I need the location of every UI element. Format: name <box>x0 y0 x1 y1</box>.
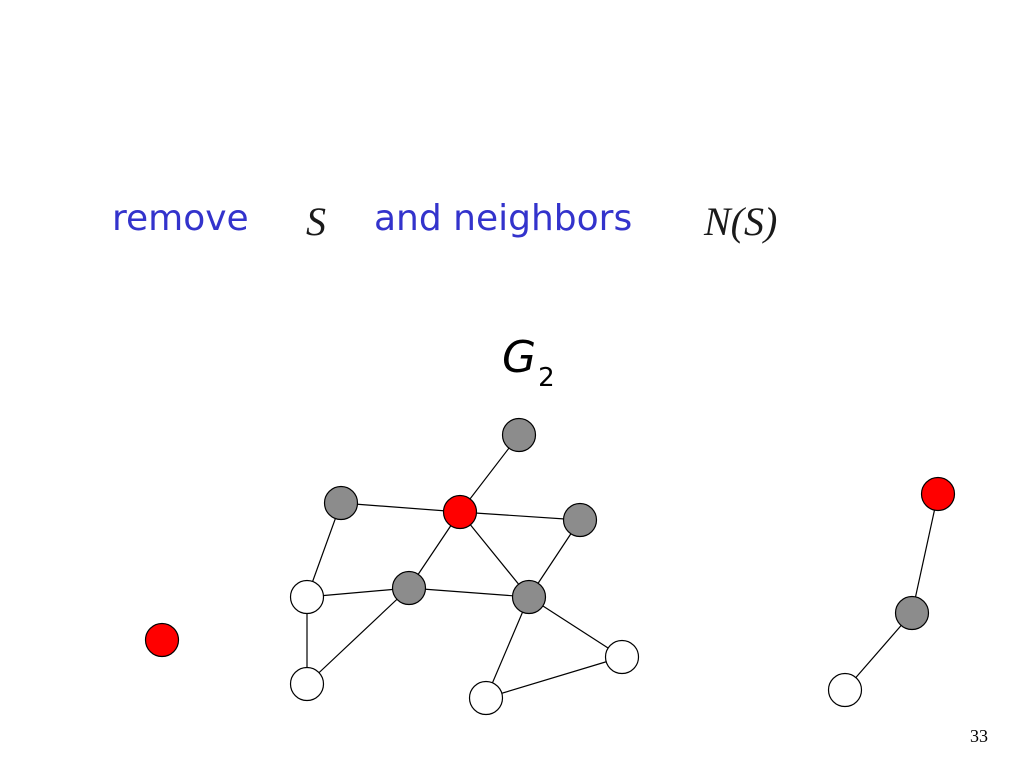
heading-neighbors-text: and neighbors <box>374 198 633 239</box>
edge-w_bottom-w_right <box>485 656 623 699</box>
node-neighbor-n_left_upper <box>323 485 359 521</box>
graph-nodes <box>144 417 956 716</box>
node-remaining-w_bottom <box>468 680 504 716</box>
node-remaining-w_far_right <box>827 672 863 708</box>
node-neighbor-n_right_upper <box>562 502 598 538</box>
edge-n_center-n_right_upper <box>459 511 581 521</box>
graph-label-subscript: 2 <box>538 363 555 393</box>
node-neighbor-n_top <box>501 417 537 453</box>
set-s-symbol: S <box>306 199 326 244</box>
edge-n_center-n_mid_right <box>459 511 530 598</box>
node-remaining-w_right <box>604 639 640 675</box>
neighbors-ns-symbol: N(S) <box>704 199 778 244</box>
edge-n_mid_left-n_mid_right <box>408 587 530 598</box>
node-neighbor-g_far_right <box>894 595 930 631</box>
node-neighbor-n_mid_left <box>391 570 427 606</box>
node-neighbor-n_mid_right <box>511 579 547 615</box>
page-number: 33 <box>970 726 988 746</box>
edge-r_far_right-g_far_right <box>911 493 939 614</box>
node-remaining-w_left_low <box>289 666 325 702</box>
graph-label: G2 <box>502 332 555 393</box>
node-removed-n_center <box>442 494 478 530</box>
edge-n_mid_right-w_bottom <box>485 596 530 699</box>
node-removed-r_isolated <box>144 622 180 658</box>
edge-w_left_low-n_mid_left <box>306 587 410 685</box>
heading-remove-text: remove <box>112 198 249 239</box>
node-removed-r_far_right <box>920 476 956 512</box>
edge-n_left_upper-n_center <box>340 502 461 513</box>
edge-n_mid_right-w_right <box>528 596 623 658</box>
node-remaining-w_left_mid <box>289 579 325 615</box>
graph-label-letter: G <box>502 332 537 383</box>
